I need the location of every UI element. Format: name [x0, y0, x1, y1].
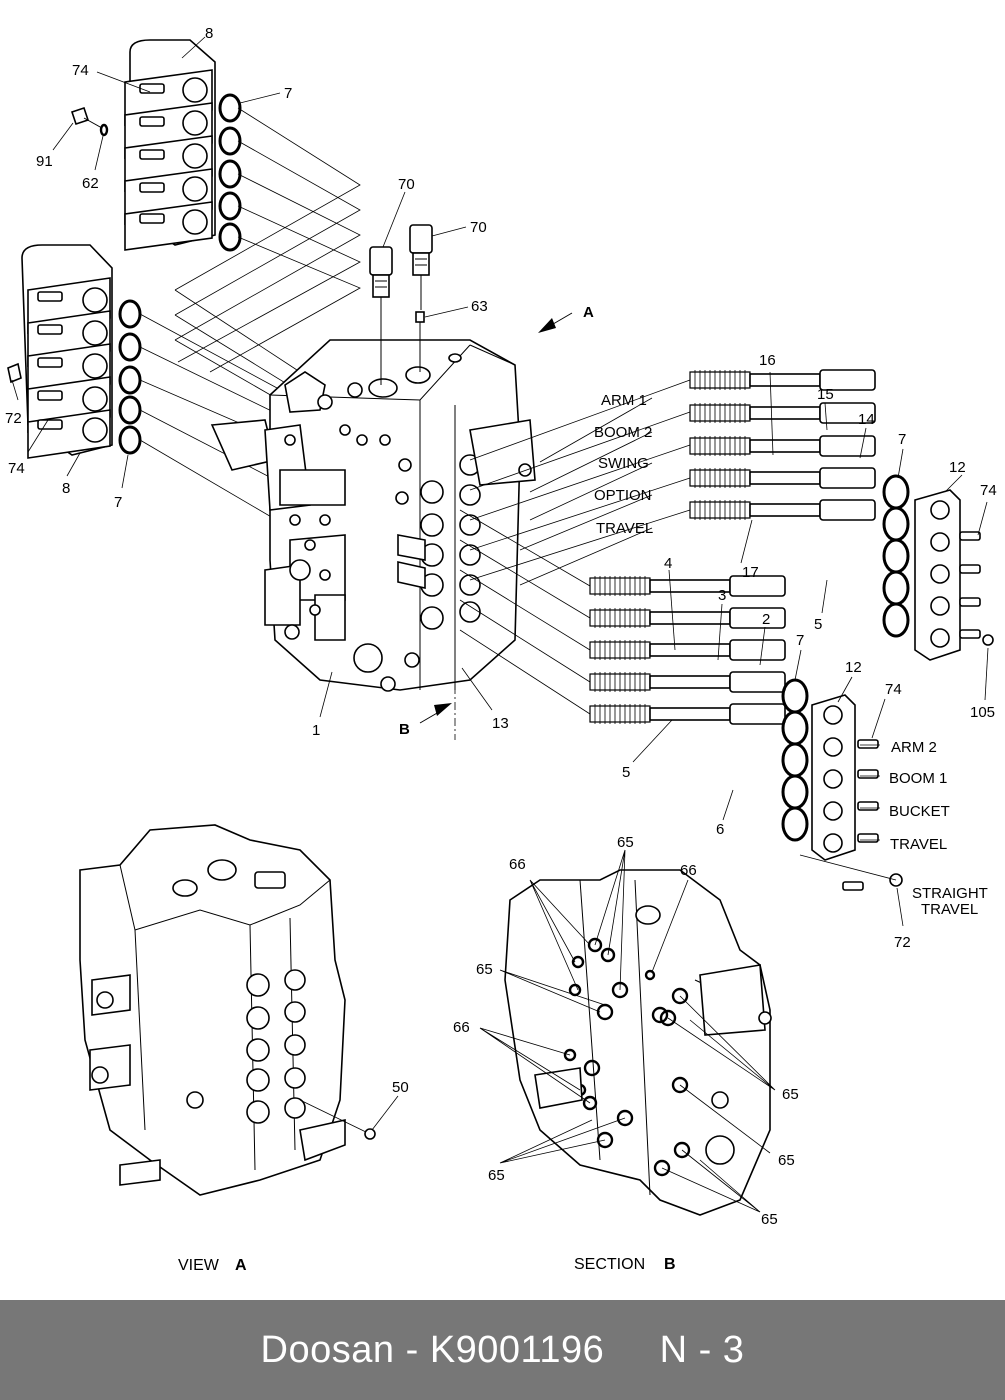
callout-7: 7 — [114, 494, 122, 511]
exploded-parts-diagram: 8 74 7 91 62 70 70 63 72 74 8 7 1 13 16 … — [5, 25, 997, 1274]
arrow-b-label: B — [399, 721, 410, 738]
callout-66: 66 — [680, 862, 697, 879]
callout-12: 12 — [845, 659, 862, 676]
arrow-b-icon — [419, 703, 452, 724]
spool-row — [689, 435, 876, 457]
spool-label-bucket: BUCKET — [889, 803, 950, 820]
callout-12: 12 — [949, 459, 966, 476]
callout-105: 105 — [970, 704, 995, 721]
view-captions: VIEW A SECTION B — [178, 1256, 676, 1274]
callout-8: 8 — [62, 480, 70, 497]
callout-2: 2 — [762, 611, 770, 628]
view-a-caption: VIEW — [178, 1257, 220, 1274]
callout-65: 65 — [617, 834, 634, 851]
arrow-a-label: A — [583, 304, 594, 321]
view-a-drawing — [79, 824, 376, 1196]
callout-7: 7 — [898, 431, 906, 448]
callout-72: 72 — [894, 934, 911, 951]
main-valve-block — [210, 339, 536, 740]
relief-valves — [369, 224, 433, 385]
callout-15: 15 — [817, 386, 834, 403]
callout-6: 6 — [716, 821, 724, 838]
section-b-caption: SECTION — [574, 1256, 645, 1273]
spool-set-lower — [459, 509, 903, 891]
view-a-letter: A — [235, 1257, 247, 1274]
footer-gap — [604, 1329, 659, 1372]
callout-65: 65 — [778, 1152, 795, 1169]
callout-63: 63 — [471, 298, 488, 315]
callout-3: 3 — [718, 587, 726, 604]
callout-7: 7 — [284, 85, 292, 102]
callout-65: 65 — [476, 961, 493, 978]
callout-74: 74 — [8, 460, 25, 477]
spool-label-swing: SWING — [598, 455, 649, 472]
callout-66: 66 — [453, 1019, 470, 1036]
callout-70: 70 — [398, 176, 415, 193]
callout-8: 8 — [205, 25, 213, 42]
spool-row — [689, 402, 876, 424]
callout-72: 72 — [5, 410, 22, 427]
callout-70: 70 — [470, 219, 487, 236]
callout-5: 5 — [814, 616, 822, 633]
callout-16: 16 — [759, 352, 776, 369]
spool-label-straight: STRAIGHT — [912, 885, 988, 902]
callout-65: 65 — [782, 1086, 799, 1103]
footer-part-number: K9001196 — [429, 1328, 605, 1371]
spool-set-upper — [469, 369, 994, 661]
spool-label-straight-travel: TRAVEL — [921, 901, 978, 918]
callout-14: 14 — [858, 411, 875, 428]
callout-13: 13 — [492, 715, 509, 732]
spool-label-boom-1: BOOM 1 — [889, 770, 947, 787]
callout-1: 1 — [312, 722, 320, 739]
callout-74: 74 — [885, 681, 902, 698]
section-b-letter: B — [664, 1256, 676, 1273]
solenoid-stack-upper — [70, 39, 361, 413]
callout-65: 65 — [488, 1167, 505, 1184]
spool-label-option: OPTION — [594, 487, 652, 504]
leader-lines — [11, 36, 989, 1131]
callout-labels: 8 74 7 91 62 70 70 63 72 74 8 7 1 13 16 … — [5, 25, 997, 1228]
solenoid-stack-lower — [7, 244, 291, 526]
spool-row — [689, 499, 876, 521]
spool-label-boom-2: BOOM 2 — [594, 424, 652, 441]
callout-65: 65 — [761, 1211, 778, 1228]
spool-label-arm-1: ARM 1 — [601, 392, 647, 409]
callout-4: 4 — [664, 555, 672, 572]
callout-7: 7 — [796, 632, 804, 649]
spool-row — [689, 369, 876, 391]
callout-50: 50 — [392, 1079, 409, 1096]
footer-separator: - — [394, 1328, 430, 1371]
callout-5: 5 — [622, 764, 630, 781]
spool-label-travel-lower: TRAVEL — [890, 836, 947, 853]
callout-17: 17 — [742, 564, 759, 581]
spool-row — [689, 467, 876, 489]
callout-66: 66 — [509, 856, 526, 873]
section-b-drawing — [479, 849, 776, 1216]
callout-74: 74 — [980, 482, 997, 499]
spool-label-travel: TRAVEL — [596, 520, 653, 537]
footer-banner: Doosan - K9001196 N - 3 — [0, 1300, 1005, 1400]
callout-62: 62 — [82, 175, 99, 192]
spool-label-arm-2: ARM 2 — [891, 739, 937, 756]
footer-brand: Doosan — [260, 1328, 395, 1371]
callout-91: 91 — [36, 153, 53, 170]
spool-function-labels: ARM 1 BOOM 2 SWING OPTION TRAVEL ARM 2 B… — [594, 392, 988, 918]
callout-74: 74 — [72, 62, 89, 79]
footer-page: N - 3 — [659, 1328, 745, 1371]
arrow-a-icon — [538, 312, 573, 333]
